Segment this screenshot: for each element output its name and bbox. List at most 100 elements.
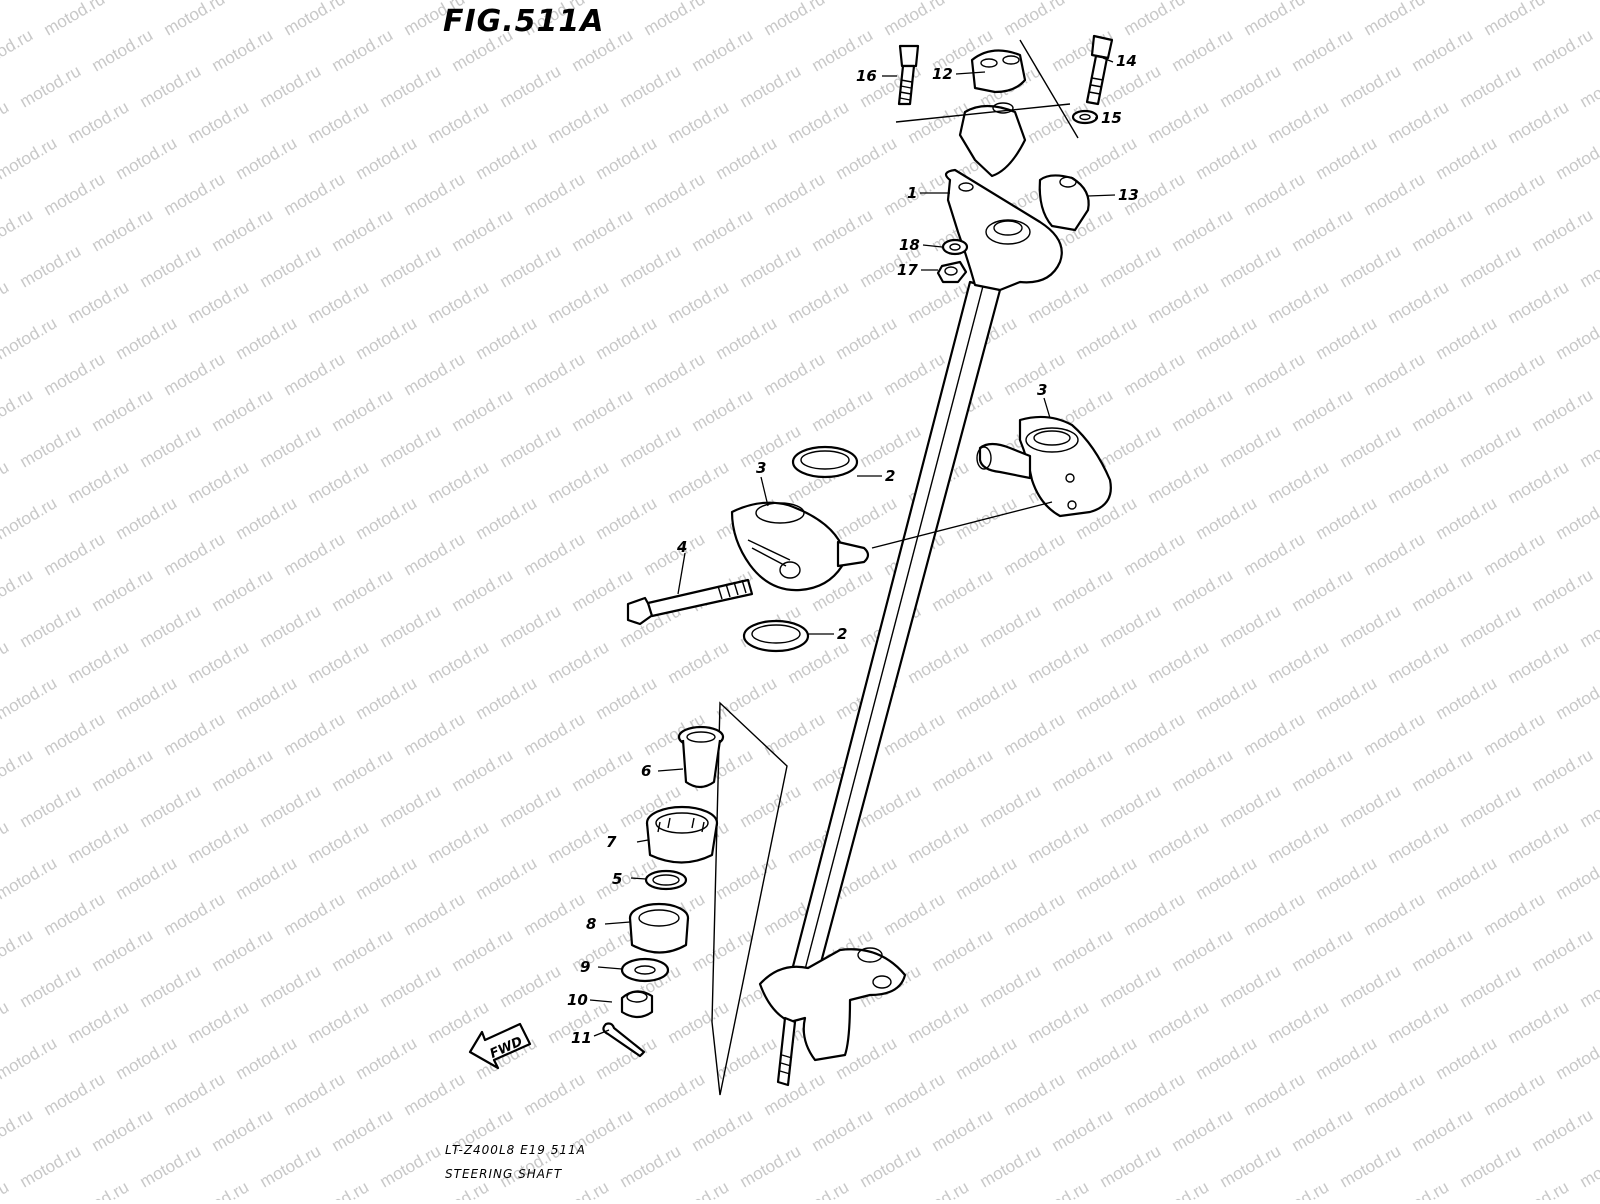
watermark-text: motod.ru — [497, 421, 565, 471]
watermark-text: motod.ru — [449, 745, 517, 795]
watermark-text: motod.ru — [1361, 529, 1429, 579]
watermark-text: motod.ru — [377, 601, 445, 651]
watermark-text: motod.ru — [737, 241, 805, 291]
watermark-text: motod.ru — [593, 313, 661, 363]
watermark-text: motod.ru — [953, 853, 1021, 903]
watermark-text: motod.ru — [953, 1033, 1021, 1083]
watermark-text: motod.ru — [233, 853, 301, 903]
watermark-text: motod.ru — [1145, 457, 1213, 507]
callout-1: 1 — [907, 184, 917, 202]
watermark-text: motod.ru — [1001, 889, 1069, 939]
watermark-text: motod.ru — [1001, 349, 1069, 399]
watermark-text: motod.ru — [1433, 1033, 1501, 1083]
watermark-text: motod.ru — [281, 0, 349, 39]
watermark-text: motod.ru — [401, 1069, 469, 1119]
watermark-text: motod.ru — [1049, 925, 1117, 975]
watermark-text: motod.ru — [137, 421, 205, 471]
watermark-text: motod.ru — [209, 25, 277, 75]
watermark-text: motod.ru — [545, 817, 613, 867]
watermark-text: motod.ru — [113, 133, 181, 183]
watermark-text: motod.ru — [233, 673, 301, 723]
watermark-text: motod.ru — [257, 61, 325, 111]
watermark-text: motod.ru — [713, 673, 781, 723]
watermark-text: motod.ru — [1361, 0, 1429, 39]
nut-17 — [938, 262, 966, 282]
watermark-text: motod.ru — [329, 745, 397, 795]
watermark-text: motod.ru — [1097, 961, 1165, 1011]
watermark-text: motod.ru — [0, 925, 36, 975]
watermark-text: motod.ru — [1025, 637, 1093, 687]
watermark-text: motod.ru — [713, 853, 781, 903]
watermark-text: motod.ru — [1289, 205, 1357, 255]
watermark-text: motod.ru — [857, 421, 925, 471]
watermark-text: motod.ru — [1121, 349, 1189, 399]
watermark-text: motod.ru — [0, 493, 60, 543]
watermark-text: motod.ru — [113, 853, 181, 903]
callout-6: 6 — [641, 762, 651, 780]
watermark-text: motod.ru — [1577, 601, 1600, 651]
watermark-text: motod.ru — [1505, 997, 1573, 1047]
watermark-text: motod.ru — [929, 1105, 997, 1155]
watermark-text: motod.ru — [1481, 0, 1549, 39]
watermark-text: motod.ru — [785, 277, 853, 327]
watermark-text: motod.ru — [1145, 637, 1213, 687]
watermark-text: motod.ru — [89, 385, 157, 435]
watermark-text: motod.ru — [1481, 349, 1549, 399]
watermark-text: motod.ru — [1505, 97, 1573, 147]
watermark-text: motod.ru — [0, 637, 12, 687]
watermark-text: motod.ru — [17, 1141, 85, 1191]
watermark-text: motod.ru — [1529, 25, 1597, 75]
watermark-text: motod.ru — [569, 565, 637, 615]
model-code: LT-Z400L8 E19 511A — [445, 1143, 586, 1157]
watermark-text: motod.ru — [1337, 1141, 1405, 1191]
watermark-text: motod.ru — [1049, 565, 1117, 615]
watermark-text: motod.ru — [1265, 637, 1333, 687]
watermark-text: motod.ru — [665, 637, 733, 687]
watermark-text: motod.ru — [1409, 745, 1477, 795]
watermark-text: motod.ru — [1457, 61, 1525, 111]
watermark-text: motod.ru — [377, 61, 445, 111]
watermark-text: motod.ru — [641, 529, 709, 579]
watermark-text: motod.ru — [185, 997, 253, 1047]
watermark-text: motod.ru — [161, 709, 229, 759]
watermark-text: motod.ru — [257, 241, 325, 291]
watermark-text: motod.ru — [209, 745, 277, 795]
watermark-text: motod.ru — [185, 457, 253, 507]
watermark-text: motod.ru — [17, 781, 85, 831]
watermark-text: motod.ru — [1313, 673, 1381, 723]
watermark-text: motod.ru — [1433, 673, 1501, 723]
watermark-text: motod.ru — [1073, 0, 1141, 3]
watermark-text: motod.ru — [1433, 493, 1501, 543]
watermark-text: motod.ru — [1457, 1141, 1525, 1191]
watermark-text: motod.ru — [89, 1105, 157, 1155]
watermark-text: motod.ru — [497, 241, 565, 291]
watermark-text: motod.ru — [545, 277, 613, 327]
watermark-text: motod.ru — [833, 0, 901, 3]
washer-18 — [943, 240, 967, 254]
watermark-text: motod.ru — [1577, 781, 1600, 831]
watermark-text: motod.ru — [1049, 745, 1117, 795]
watermark-text: motod.ru — [1529, 565, 1597, 615]
watermark-text: motod.ru — [1001, 709, 1069, 759]
watermark-text: motod.ru — [905, 637, 973, 687]
watermark-text: motod.ru — [953, 673, 1021, 723]
watermark-text: motod.ru — [521, 169, 589, 219]
watermark-text: motod.ru — [1121, 1069, 1189, 1119]
watermark-text: motod.ru — [833, 313, 901, 363]
watermark-text: motod.ru — [137, 241, 205, 291]
watermark-text: motod.ru — [1217, 961, 1285, 1011]
watermark-text: motod.ru — [617, 241, 685, 291]
watermark-text: motod.ru — [1121, 889, 1189, 939]
watermark-text: motod.ru — [1433, 853, 1501, 903]
watermark-text: motod.ru — [329, 25, 397, 75]
watermark-text: motod.ru — [305, 97, 373, 147]
watermark-text: motod.ru — [449, 925, 517, 975]
callout-18: 18 — [899, 236, 920, 254]
watermark-text: motod.ru — [89, 565, 157, 615]
watermark-text: motod.ru — [89, 25, 157, 75]
watermark-text: motod.ru — [449, 385, 517, 435]
watermark-text: motod.ru — [1385, 637, 1453, 687]
watermark-text: motod.ru — [305, 817, 373, 867]
